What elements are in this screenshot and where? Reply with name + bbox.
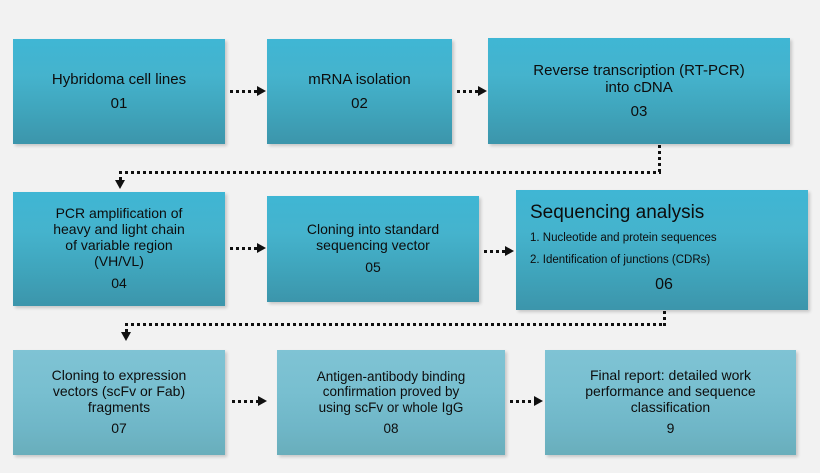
edge-08-to-09-line: [510, 400, 535, 403]
edge-01-to-02-line: [230, 90, 258, 93]
flow-node-01-number: 01: [110, 94, 128, 112]
edge-03-to-04-segment-enter: [119, 171, 122, 180]
edge-06-to-07-segment-left: [125, 323, 666, 326]
flow-node-06[interactable]: Sequencing analysis 1. Nucleotide and pr…: [516, 190, 808, 310]
flow-node-05-title: Cloning into standard sequencing vector: [306, 221, 440, 254]
edge-04-to-05-line: [230, 247, 258, 250]
flow-node-07[interactable]: Cloning to expression vectors (scFv or F…: [13, 350, 225, 455]
flow-node-01-title: Hybridoma cell lines: [51, 71, 187, 89]
flow-node-03[interactable]: Reverse transcription (RT-PCR) into cDNA…: [488, 38, 790, 144]
flow-node-08[interactable]: Antigen-antibody binding confirmation pr…: [277, 350, 505, 455]
edge-03-to-04-segment-down: [658, 145, 661, 173]
edge-05-to-06-arrowhead: [505, 246, 514, 256]
edge-06-to-07-segment-enter: [125, 323, 128, 332]
flow-node-06-item-1: 1. Nucleotide and protein sequences: [530, 231, 717, 244]
flow-node-02-number: 02: [351, 94, 368, 112]
edge-02-to-03-line: [457, 90, 481, 93]
flow-node-05-number: 05: [365, 258, 381, 275]
edge-01-to-02-arrowhead: [257, 86, 266, 96]
flow-node-03-number: 03: [630, 102, 648, 120]
edge-04-to-05-arrowhead: [257, 243, 266, 253]
edge-06-to-07-arrowhead: [121, 332, 131, 341]
flow-node-06-item-2: 2. Identification of junctions (CDRs): [530, 253, 711, 266]
flow-node-02[interactable]: mRNA isolation 02: [267, 39, 452, 144]
flow-node-01[interactable]: Hybridoma cell lines 01: [13, 39, 225, 144]
edge-06-to-07-segment-down: [663, 311, 666, 326]
edge-08-to-09-arrowhead: [534, 396, 543, 406]
edge-07-to-08-arrowhead: [258, 396, 267, 406]
flow-node-09-number: 9: [666, 420, 675, 437]
flow-node-02-title: mRNA isolation: [308, 71, 411, 89]
flow-node-06-heading: Sequencing analysis: [530, 202, 705, 223]
flow-node-07-title: Cloning to expression vectors (scFv or F…: [51, 366, 187, 415]
flow-node-04[interactable]: PCR amplification of heavy and light cha…: [13, 192, 225, 306]
edge-07-to-08-line: [232, 400, 258, 403]
flow-node-09[interactable]: Final report: detailed work performance …: [545, 350, 796, 455]
edge-05-to-06-line: [484, 250, 506, 253]
flow-node-04-title: PCR amplification of heavy and light cha…: [53, 205, 185, 269]
edge-03-to-04-arrowhead: [115, 180, 125, 189]
flow-node-08-title: Antigen-antibody binding confirmation pr…: [316, 368, 466, 415]
flow-node-03-title: Reverse transcription (RT-PCR) into cDNA: [533, 62, 745, 97]
flow-node-08-number: 08: [383, 420, 399, 436]
flow-node-04-number: 04: [111, 274, 127, 291]
edge-02-to-03-arrowhead: [478, 86, 487, 96]
flow-node-07-number: 07: [111, 420, 127, 437]
edge-03-to-04-segment-left: [119, 171, 661, 174]
flow-node-09-title: Final report: detailed work performance …: [585, 366, 756, 415]
flow-node-05[interactable]: Cloning into standard sequencing vector …: [267, 196, 479, 302]
flow-node-06-number: 06: [655, 275, 673, 293]
